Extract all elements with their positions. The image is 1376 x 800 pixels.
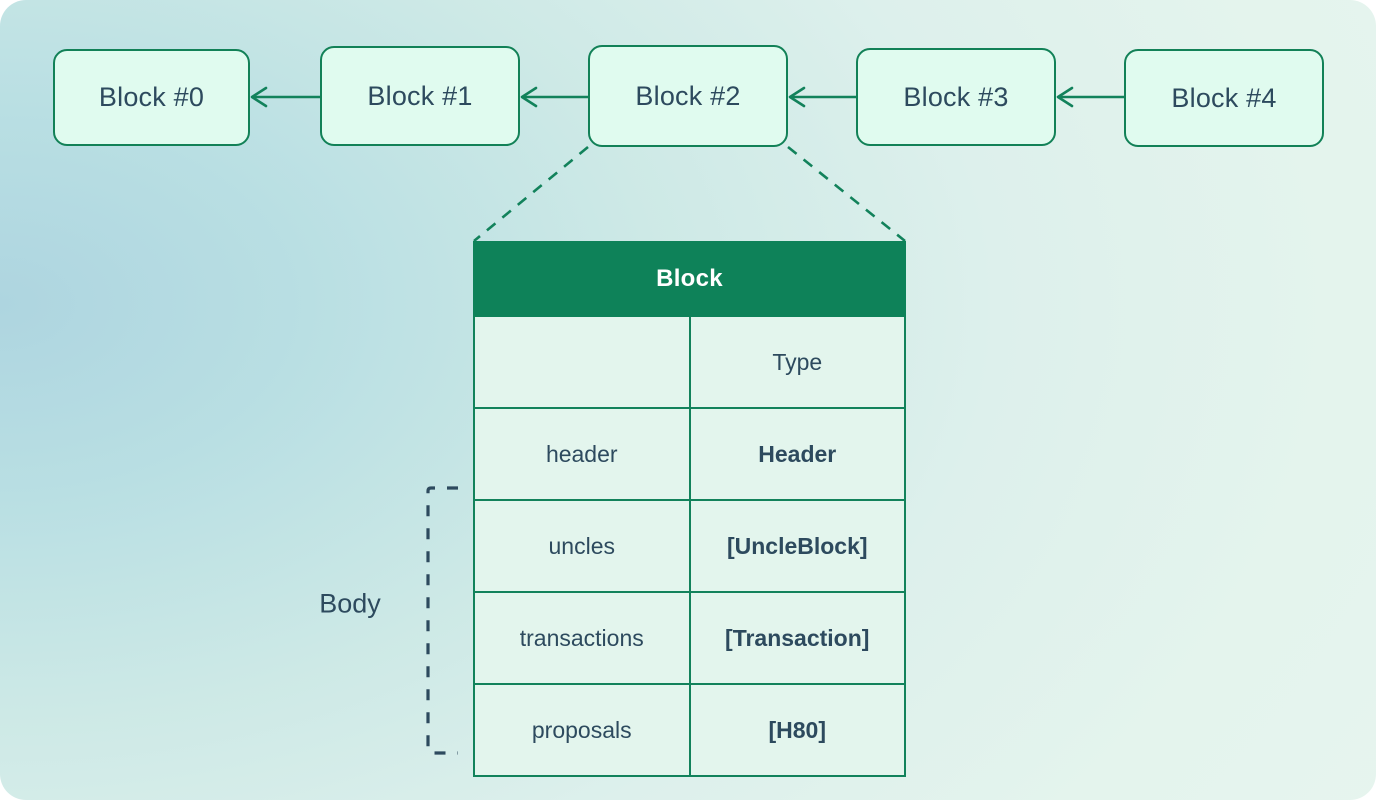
chain-block-4[interactable]: Block #4 xyxy=(1124,49,1324,147)
chain-block-2[interactable]: Block #2 xyxy=(588,45,788,147)
field-type-cell: [H80] xyxy=(688,683,906,777)
chain-block-label: Block #2 xyxy=(635,80,741,111)
chain-block-label: Block #3 xyxy=(903,81,1009,112)
field-type-cell: [UncleBlock] xyxy=(688,499,906,593)
chain-block-0[interactable]: Block #0 xyxy=(53,49,250,146)
table-header-name-cell xyxy=(473,315,691,409)
table-title-row: Block xyxy=(473,241,906,317)
table-header-type-cell: Type xyxy=(688,315,906,409)
arrow-block1-to-block0 xyxy=(250,86,320,108)
table-title: Block xyxy=(473,241,906,317)
field-type-cell: Header xyxy=(688,407,906,501)
expansion-line-right xyxy=(787,145,906,243)
block-detail-table: Block Type header Header uncles [UncleBl… xyxy=(473,241,906,777)
chain-block-label: Block #1 xyxy=(367,80,473,111)
table-row: uncles [UncleBlock] xyxy=(473,499,906,593)
arrow-block2-to-block1 xyxy=(520,86,588,108)
field-name-cell: proposals xyxy=(473,683,691,777)
field-type-cell: [Transaction] xyxy=(688,591,906,685)
table-row: header Header xyxy=(473,407,906,501)
field-name-cell: header xyxy=(473,407,691,501)
field-name-cell: transactions xyxy=(473,591,691,685)
arrow-block3-to-block2 xyxy=(788,86,856,108)
table-row: proposals [H80] xyxy=(473,683,906,777)
table-header-row: Type xyxy=(473,315,906,409)
field-name-cell: uncles xyxy=(473,499,691,593)
chain-block-3[interactable]: Block #3 xyxy=(856,48,1056,146)
table-row: transactions [Transaction] xyxy=(473,591,906,685)
chain-block-label: Block #4 xyxy=(1171,82,1277,113)
expansion-line-left xyxy=(473,145,589,243)
chain-block-1[interactable]: Block #1 xyxy=(320,46,520,146)
body-bracket xyxy=(426,486,458,755)
body-group-label: Body xyxy=(319,588,381,619)
chain-block-label: Block #0 xyxy=(98,82,205,112)
arrow-block4-to-block3 xyxy=(1056,86,1124,108)
